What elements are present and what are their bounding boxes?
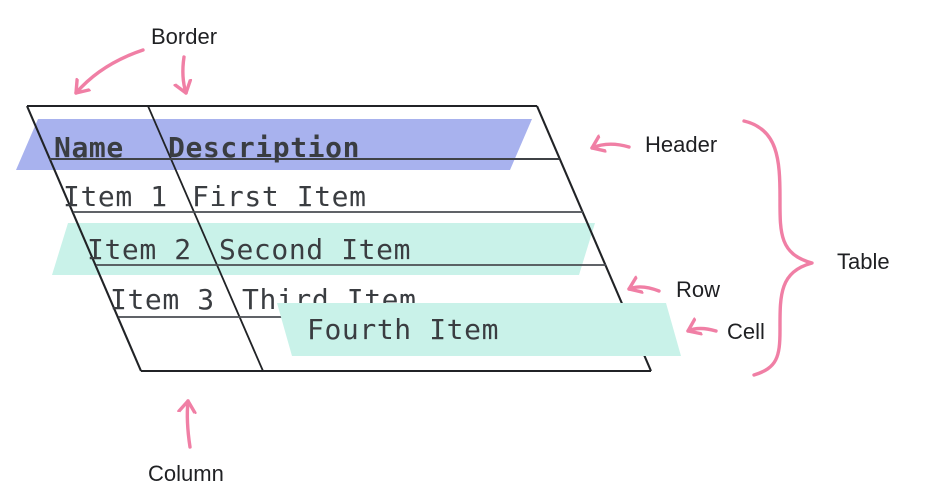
table-right-border	[536, 105, 652, 372]
row-arrow-icon	[627, 287, 661, 291]
cell-item1-desc: First Item	[192, 180, 367, 213]
cell-arrow-icon	[686, 329, 718, 332]
label-column: Column	[148, 461, 224, 486]
header-cell-description: Description	[168, 131, 361, 164]
label-border: Border	[151, 24, 218, 49]
label-cell: Cell	[727, 319, 765, 344]
header-highlight	[16, 119, 532, 170]
table-left-border	[26, 105, 142, 372]
cell-item2-desc: Second Item	[219, 233, 412, 266]
header-cell-name: Name	[54, 131, 124, 164]
border-arrow-left-icon	[74, 48, 145, 95]
cell-item3-desc: Third Item	[242, 283, 417, 316]
label-header: Header	[645, 132, 718, 157]
cell-item4-desc: Fourth Item	[307, 313, 500, 346]
label-table: Table	[837, 249, 890, 274]
column-arrow-icon	[187, 399, 190, 449]
cell-item1-name: Item 1	[63, 180, 168, 213]
table-brace-icon	[742, 119, 814, 377]
column-divider-line	[147, 105, 264, 372]
border-arrow-down-icon	[183, 55, 186, 95]
label-row: Row	[676, 277, 721, 302]
cell-item2-name: Item 2	[87, 233, 192, 266]
cell-highlight	[277, 303, 681, 356]
row-highlight	[52, 223, 595, 275]
cell-item3-name: Item 3	[110, 283, 215, 316]
header-arrow-icon	[590, 144, 631, 148]
